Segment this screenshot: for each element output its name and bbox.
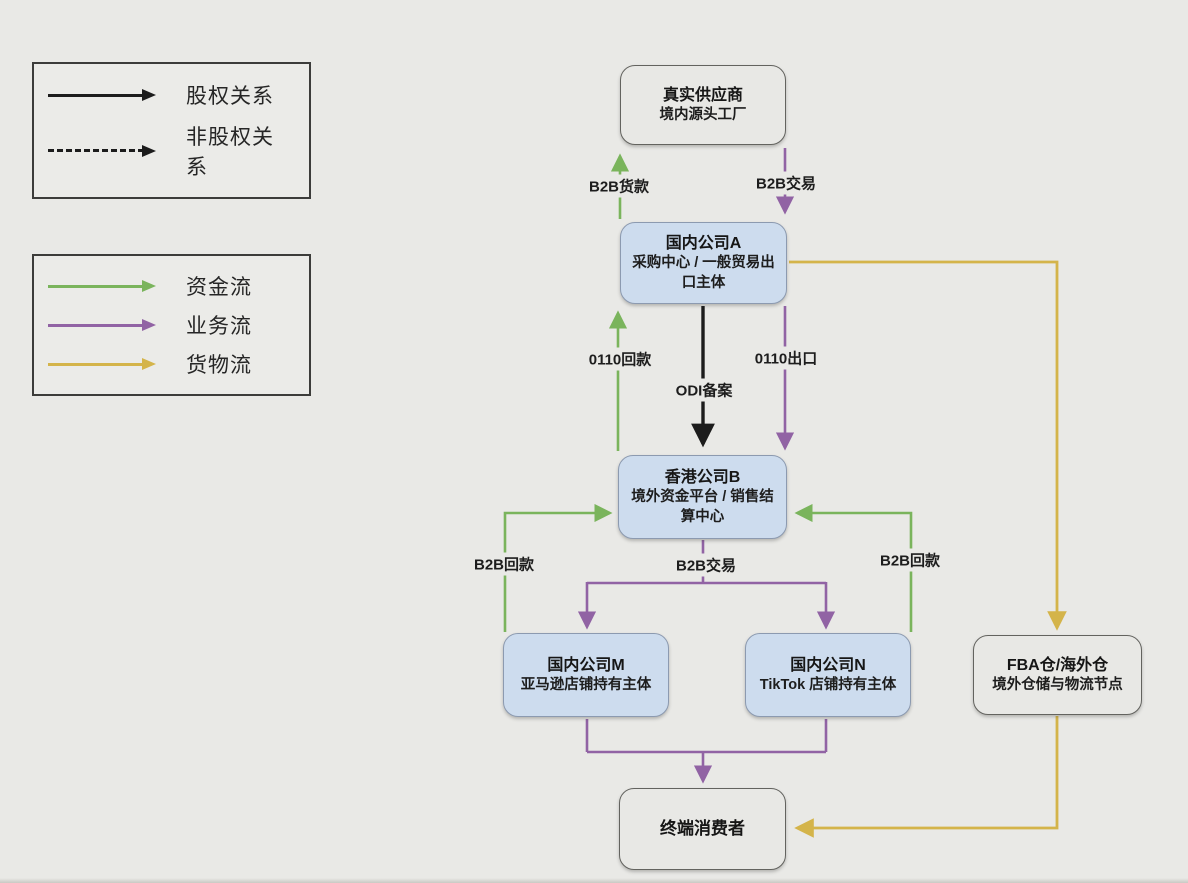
edge-label-b2b-trade-mid: B2B交易 <box>671 553 741 577</box>
node-fba-subtitle: 境外仓储与物流节点 <box>992 676 1123 693</box>
image-bottom-shadow <box>0 878 1188 883</box>
green-arrow-icon <box>48 280 156 292</box>
solid-arrow-icon <box>48 89 156 102</box>
legend-label-non-equity: 非股权关系 <box>186 125 274 179</box>
legend-label-funds: 资金流 <box>186 276 252 299</box>
edge-goods-fba-to-consumer <box>794 716 1059 838</box>
legend-label-goods: 货物流 <box>186 354 252 377</box>
yellow-arrow-icon <box>48 358 156 370</box>
node-supplier: 真实供应商 境内源头工厂 <box>620 65 786 145</box>
node-company-a: 国内公司A 采购中心 / 一般贸易出口主体 <box>620 222 787 304</box>
edge-label-b2b-return-left: B2B回款 <box>469 552 539 576</box>
legend-row-business: 业务流 <box>48 310 295 340</box>
legend-flows: 资金流 业务流 货物流 <box>32 254 311 396</box>
legend-label-equity: 股权关系 <box>186 85 274 109</box>
node-company-b-subtitle: 境外资金平台 / 销售结算中心 <box>631 489 774 525</box>
legend-row-goods: 货物流 <box>48 349 295 379</box>
legend-row-funds: 资金流 <box>48 271 295 301</box>
node-consumer-title: 终端消费者 <box>660 818 745 838</box>
node-supplier-subtitle: 境内源头工厂 <box>659 106 747 123</box>
node-company-b: 香港公司B 境外资金平台 / 销售结算中心 <box>618 455 787 539</box>
node-company-b-title: 香港公司B <box>664 469 741 487</box>
node-fba-warehouse: FBA仓/海外仓 境外仓储与物流节点 <box>973 635 1142 715</box>
node-company-a-subtitle: 采购中心 / 一般贸易出口主体 <box>632 255 775 291</box>
node-company-m: 国内公司M 亚马逊店铺持有主体 <box>503 633 669 717</box>
node-company-m-subtitle: 亚马逊店铺持有主体 <box>520 676 652 693</box>
edge-b2b-return-right <box>794 503 913 632</box>
node-company-m-title: 国内公司M <box>547 656 625 674</box>
edge-label-b2b-trade-top: B2B交易 <box>751 171 821 195</box>
edge-label-0110-export: 0110出口 <box>750 346 822 370</box>
edge-label-0110-return: 0110回款 <box>584 347 656 371</box>
node-company-a-title: 国内公司A <box>665 235 742 253</box>
legend-row-equity: 股权关系 <box>48 80 295 110</box>
edge-label-odi-filing: ODI备案 <box>671 378 737 402</box>
legend-relationship: 股权关系 非股权关系 <box>32 62 311 199</box>
edge-label-b2b-payment: B2B货款 <box>584 174 654 198</box>
purple-arrow-icon <box>48 319 156 331</box>
legend-label-business: 业务流 <box>186 315 252 338</box>
node-company-n: 国内公司N TikTok 店铺持有主体 <box>745 633 911 717</box>
edge-goods-company-a-to-fba <box>789 260 1067 631</box>
legend-row-non-equity: 非股权关系 <box>48 121 295 181</box>
node-company-n-title: 国内公司N <box>790 656 866 674</box>
edge-label-b2b-return-right: B2B回款 <box>875 548 945 572</box>
node-fba-title: FBA仓/海外仓 <box>1006 656 1109 674</box>
node-company-n-subtitle: TikTok 店铺持有主体 <box>759 676 897 693</box>
dashed-arrow-icon <box>48 144 156 157</box>
node-supplier-title: 真实供应商 <box>662 86 743 104</box>
node-consumer: 终端消费者 <box>619 788 786 870</box>
edge-b2b-return-left <box>503 503 613 632</box>
